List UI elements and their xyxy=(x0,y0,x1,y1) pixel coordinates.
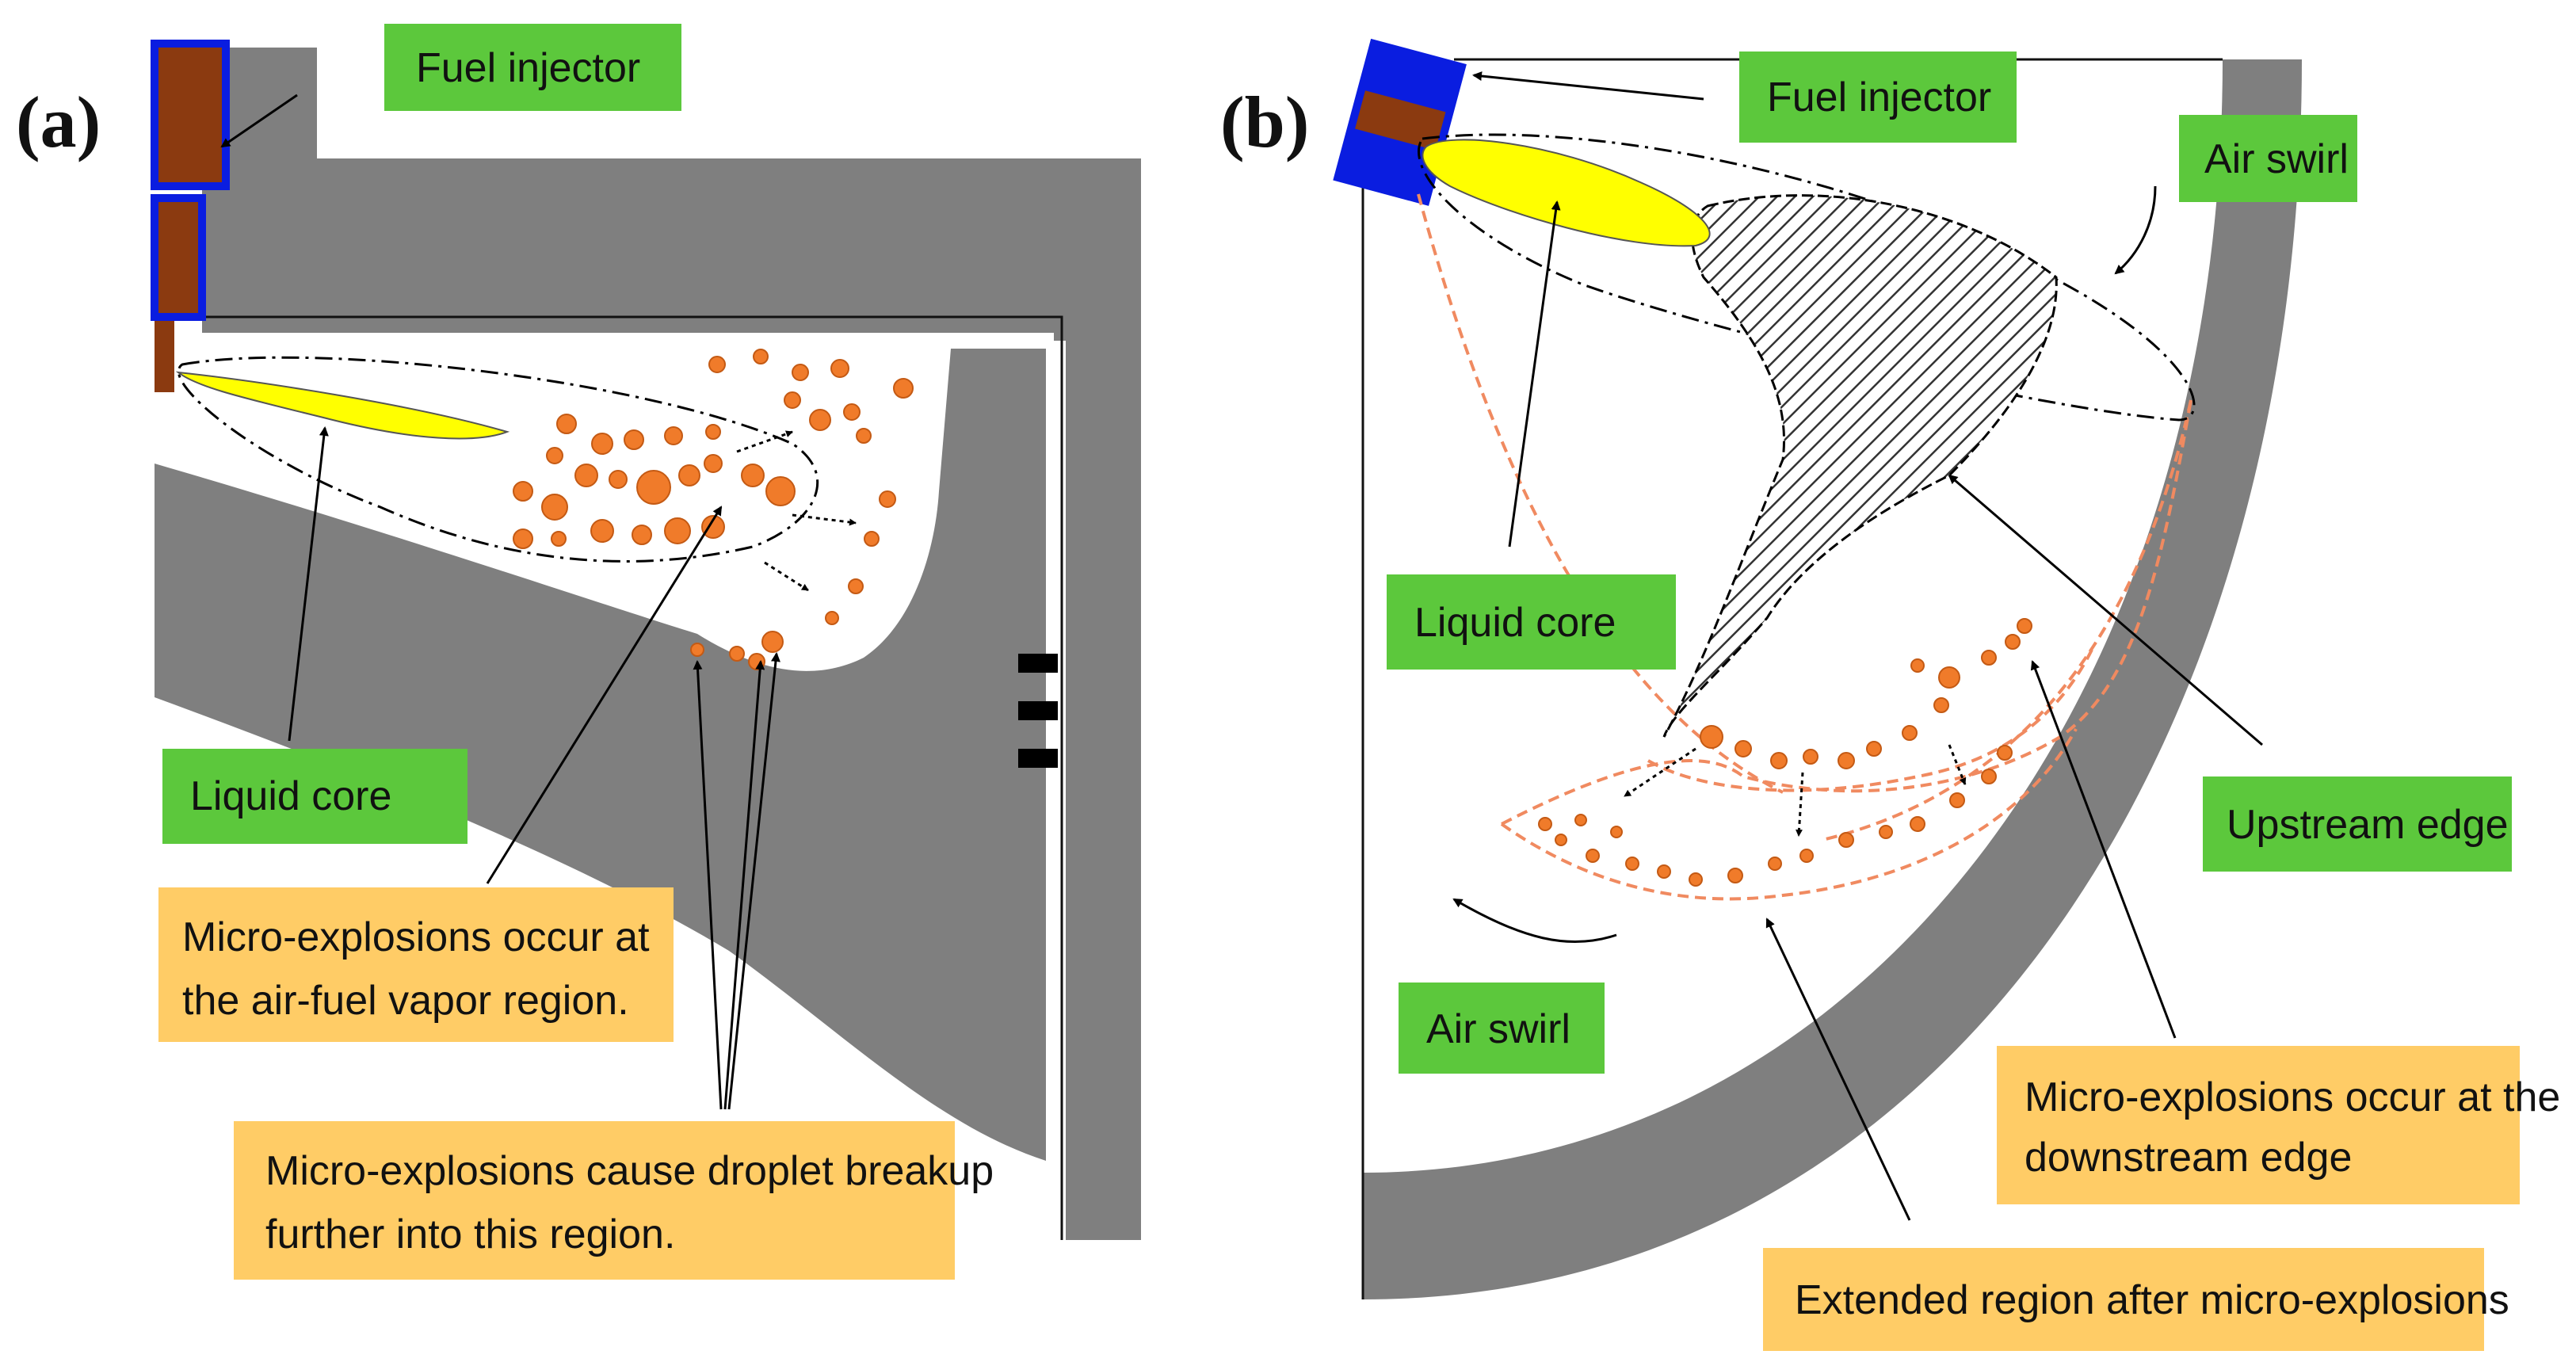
panel-a-letter: (a) xyxy=(16,82,101,162)
svg-text:Fuel injector: Fuel injector xyxy=(1767,74,1991,120)
dilution-slot xyxy=(1018,654,1058,673)
svg-text:Upstream edge: Upstream edge xyxy=(2227,802,2509,848)
svg-text:Liquid core: Liquid core xyxy=(1414,600,1616,646)
air-swirl-top-label: Air swirl xyxy=(2179,115,2357,202)
svg-text:downstream edge: downstream edge xyxy=(2025,1135,2352,1181)
combustor-lower-wall xyxy=(155,349,1046,1161)
droplet-motion-arrows-b xyxy=(1624,744,1967,837)
svg-text:Air swirl: Air swirl xyxy=(2204,136,2349,182)
liquid-core-label-b: Liquid core xyxy=(1387,574,1676,670)
spray-cone-outline xyxy=(1418,133,2196,422)
liquid-core-label-a: Liquid core xyxy=(162,749,467,844)
svg-text:further into this region.: further into this region. xyxy=(265,1211,675,1257)
micro-downstream-label: Micro-explosions occur at the downstream… xyxy=(1997,1046,2560,1204)
svg-text:Extended region after micro-ex: Extended region after micro-explosions xyxy=(1795,1277,2509,1323)
dilution-slot xyxy=(1018,701,1058,720)
droplet-motion-arrows-a xyxy=(736,430,857,592)
combustor-outer-wall-b xyxy=(1363,59,2302,1299)
svg-text:Micro-explosions cause droplet: Micro-explosions cause droplet breakup xyxy=(265,1148,994,1194)
extended-region-label: Extended region after micro-explosions xyxy=(1763,1248,2509,1351)
svg-text:the air-fuel vapor region.: the air-fuel vapor region. xyxy=(182,978,629,1024)
liquid-core-a xyxy=(175,371,510,440)
svg-text:Micro-explosions occur at: Micro-explosions occur at xyxy=(182,914,650,960)
panel-b-letter: (b) xyxy=(1220,82,1309,162)
svg-text:Liquid core: Liquid core xyxy=(190,773,391,819)
panel-a: (a) xyxy=(16,24,1141,1280)
micro-vapor-label: Micro-explosions occur at the air-fuel v… xyxy=(158,887,674,1042)
vapor-region-outline xyxy=(177,356,819,563)
combustor-liner xyxy=(202,315,1063,1240)
hatched-vapor-region xyxy=(1662,194,2058,738)
svg-text:Fuel injector: Fuel injector xyxy=(416,45,640,91)
droplets-b xyxy=(1538,618,2032,887)
combustor-upper-wall xyxy=(202,48,1141,1240)
fuel-injector-label-a: Fuel injector xyxy=(384,24,681,111)
leader-arrows-a xyxy=(220,93,780,1110)
dilution-slot xyxy=(1018,749,1058,768)
swirl-arrows xyxy=(1452,185,2157,944)
svg-text:Air swirl: Air swirl xyxy=(1426,1006,1570,1052)
air-swirl-bottom-label: Air swirl xyxy=(1399,983,1605,1074)
droplets-a xyxy=(513,349,914,670)
fuel-injector-label-b: Fuel injector xyxy=(1739,52,2017,143)
liquid-core-b xyxy=(1422,139,1711,247)
fuel-injector-a xyxy=(151,40,230,392)
micro-breakup-label: Micro-explosions cause droplet breakup f… xyxy=(234,1121,994,1280)
panel-b: (b) xyxy=(1220,38,2560,1351)
svg-text:Micro-explosions occur at the: Micro-explosions occur at the xyxy=(2025,1074,2560,1120)
upstream-edge-label: Upstream edge xyxy=(2203,776,2512,872)
leader-arrows-b xyxy=(1472,71,2263,1221)
